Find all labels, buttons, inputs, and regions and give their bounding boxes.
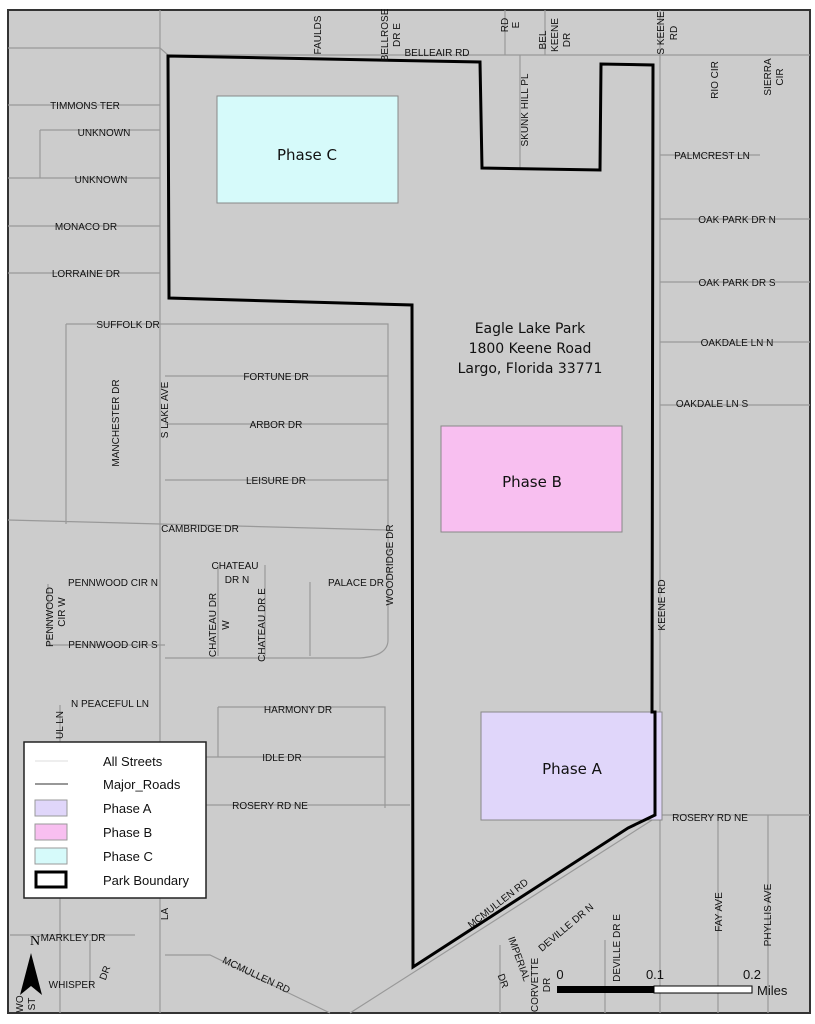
street-label: DR [562,33,573,47]
phase-c-area[interactable] [216,95,399,204]
phase-a-area[interactable] [480,711,663,821]
phase-b-swatch [34,823,68,841]
street-label: S LAKE AVE [160,381,171,438]
street-label: ROSERY RD NE [672,813,748,824]
street-label: CORVETTE [530,958,541,1013]
phase-c-label: Phase C [277,146,337,164]
street-label: LEISURE DR [246,476,306,487]
street-label: RD [669,26,680,40]
street-label: WO [15,995,26,1012]
street-label: DR N [225,575,249,586]
street-label: MARKLEY DR [41,933,106,944]
phase-a-label: Phase A [542,760,603,778]
street-label: CIR W [57,597,68,627]
street-label: UL LN [55,711,66,739]
street-label: PHYLLIS AVE [763,883,774,946]
street-label: LORRAINE DR [52,269,120,280]
street-label: SKUNK HILL PL [520,73,531,146]
street-label: TIMMONS TER [50,101,120,112]
legend-label: All Streets [103,754,163,769]
street-label: UNKNOWN [75,175,128,186]
street-label: FAULDS [313,15,324,54]
street-label: OAK PARK DR S [698,278,775,289]
street-label: BEL [538,30,549,49]
street-label: MANCHESTER DR [111,379,122,466]
street-label: ROSERY RD NE [232,801,308,812]
park-city: Largo, Florida 33771 [458,361,603,377]
legend: All Streets Major_Roads Phase A Phase B … [23,741,207,899]
street-label: FORTUNE DR [243,372,308,383]
street-label: N PEACEFUL LN [71,699,149,710]
street-label: DR [495,972,510,989]
street-label: SUFFOLK DR [96,320,159,331]
street-label: DR [542,978,553,992]
street-label: CHATEAU DR E [257,588,268,662]
street-label: ARBOR DR [250,420,303,431]
scale-unit: Miles [757,983,788,998]
park-name: Eagle Lake Park [475,321,586,337]
scale-tick: 0.2 [743,967,761,982]
street-label: CIR [775,68,786,85]
north-label: N [30,934,40,949]
phase-b-area[interactable] [440,425,623,533]
legend-label: Major_Roads [103,777,181,792]
legend-label: Park Boundary [103,873,189,888]
legend-label: Phase C [103,849,153,864]
street-label: KEENE [550,18,561,52]
street-label: WOODRIDGE DR [385,524,396,605]
street-label: E [511,21,522,28]
legend-label: Phase A [103,801,152,816]
street-label: PALACE DR [328,578,384,589]
street-label: W [221,620,232,630]
street-label: DR [98,964,113,981]
park-boundary[interactable] [166,54,657,970]
street-label: DR E [392,23,403,47]
street-label: CHATEAU [211,561,258,572]
north-arrow: N [20,934,42,995]
street-label: OAKDALE LN N [701,338,774,349]
street-label: HARMONY DR [264,705,332,716]
street-label: PENNWOOD [45,587,56,647]
street-label: BELLEAIR RD [404,48,469,59]
street-label: MONACO DR [55,222,117,233]
street-label: KEENE RD [657,579,668,630]
street-label: RIO CIR [710,61,721,99]
phase-c-swatch [34,847,68,865]
street-label: IDLE DR [262,753,301,764]
north-arrow-icon [20,953,42,995]
street-label: CHATEAU DR [208,593,219,657]
street-label: OAK PARK DR N [698,215,776,226]
street-label: BELLROSE [380,8,391,61]
scale-tick: 0.1 [646,967,664,982]
street-label: PENNWOOD CIR S [68,640,158,651]
scale-tick: 0 [556,967,563,982]
scale-bar: 0 0.1 0.2 Miles [556,967,787,998]
street-label: SIERRA [763,58,774,96]
street-label: PALMCREST LN [674,151,750,162]
street-label: CAMBRIDGE DR [161,524,239,535]
street-label: LA [160,908,171,921]
street-label: PENNWOOD CIR N [68,578,158,589]
street-label: DEVILLE DR E [612,914,623,982]
street-label: WHISPER [49,980,96,991]
legend-label: Phase B [103,825,152,840]
street-label: FAY AVE [714,892,725,932]
street-label: ST [27,998,38,1011]
phase-a-swatch [34,799,68,817]
park-boundary-swatch [34,870,68,889]
phase-b-label: Phase B [502,473,562,491]
park-address: 1800 Keene Road [469,341,592,357]
street-label: S KEENE [656,11,667,55]
street-label: RD [500,18,511,32]
street-label: UNKNOWN [78,128,131,139]
street-label: OAKDALE LN S [676,399,749,410]
